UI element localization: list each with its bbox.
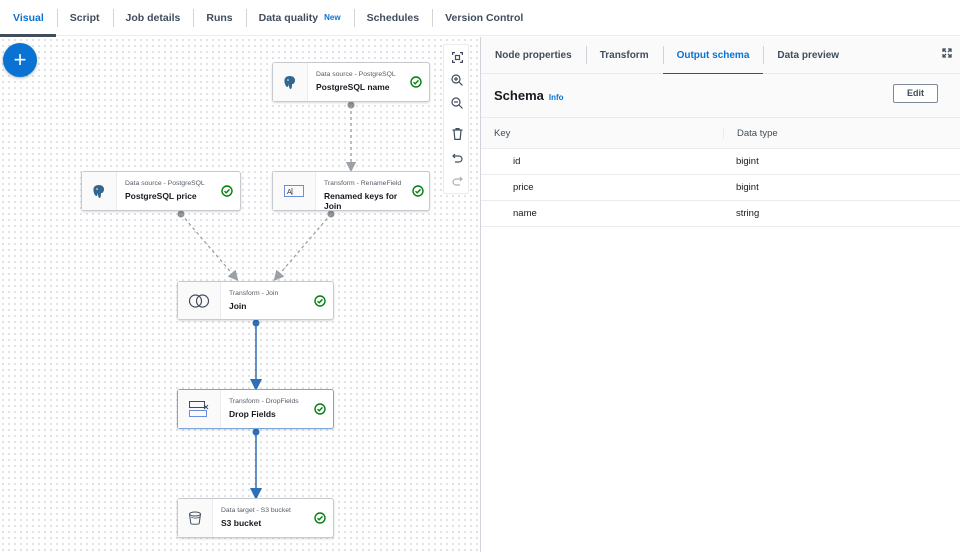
tab-job-details[interactable]: Job details <box>112 0 194 36</box>
postgresql-icon <box>273 63 308 101</box>
info-link[interactable]: Info <box>548 92 564 102</box>
tab-node-properties[interactable]: Node properties <box>495 49 572 61</box>
redo-icon[interactable] <box>444 171 470 191</box>
success-check-icon <box>307 390 333 428</box>
node-details-panel: Node properties Transform Output schema … <box>480 37 960 552</box>
canvas-toolbar <box>443 44 469 194</box>
tab-script[interactable]: Script <box>56 0 113 36</box>
column-header-data-type: Data type <box>723 127 960 139</box>
schema-header: Schema Info Edit <box>481 74 960 118</box>
rename-field-icon: A <box>273 172 316 210</box>
job-tabs: Visual Script Job details Runs Data qual… <box>0 0 960 37</box>
tab-data-preview[interactable]: Data preview <box>763 37 853 74</box>
add-node-button[interactable]: + <box>3 43 37 77</box>
drop-fields-icon <box>178 390 221 428</box>
svg-text:A: A <box>287 189 292 196</box>
zoom-out-icon[interactable] <box>444 93 470 113</box>
success-check-icon <box>214 172 240 210</box>
bucket-icon <box>178 499 213 537</box>
expand-icon[interactable] <box>942 48 952 61</box>
tab-visual[interactable]: Visual <box>0 0 57 37</box>
new-badge: New <box>324 13 341 22</box>
panel-tabs: Node properties Transform Output schema … <box>481 37 960 75</box>
column-header-key: Key <box>494 127 511 139</box>
schema-title: Schema <box>494 88 544 103</box>
success-check-icon <box>407 172 429 210</box>
tab-schedules[interactable]: Schedules <box>353 0 433 36</box>
zoom-in-icon[interactable] <box>444 70 470 90</box>
success-check-icon <box>307 499 333 537</box>
tab-transform[interactable]: Transform <box>585 37 663 74</box>
delete-icon[interactable] <box>444 124 470 144</box>
tab-version-control[interactable]: Version Control <box>432 0 536 36</box>
tab-output-schema[interactable]: Output schema <box>662 37 764 75</box>
schema-table-header: Key Data type <box>481 118 960 149</box>
postgresql-icon <box>82 172 117 210</box>
fit-view-icon[interactable] <box>444 47 470 67</box>
tab-runs[interactable]: Runs <box>193 0 245 36</box>
success-check-icon <box>307 282 333 319</box>
success-check-icon <box>403 63 429 101</box>
undo-icon[interactable] <box>444 148 470 168</box>
join-icon <box>178 282 221 319</box>
edit-button[interactable]: Edit <box>893 84 938 103</box>
